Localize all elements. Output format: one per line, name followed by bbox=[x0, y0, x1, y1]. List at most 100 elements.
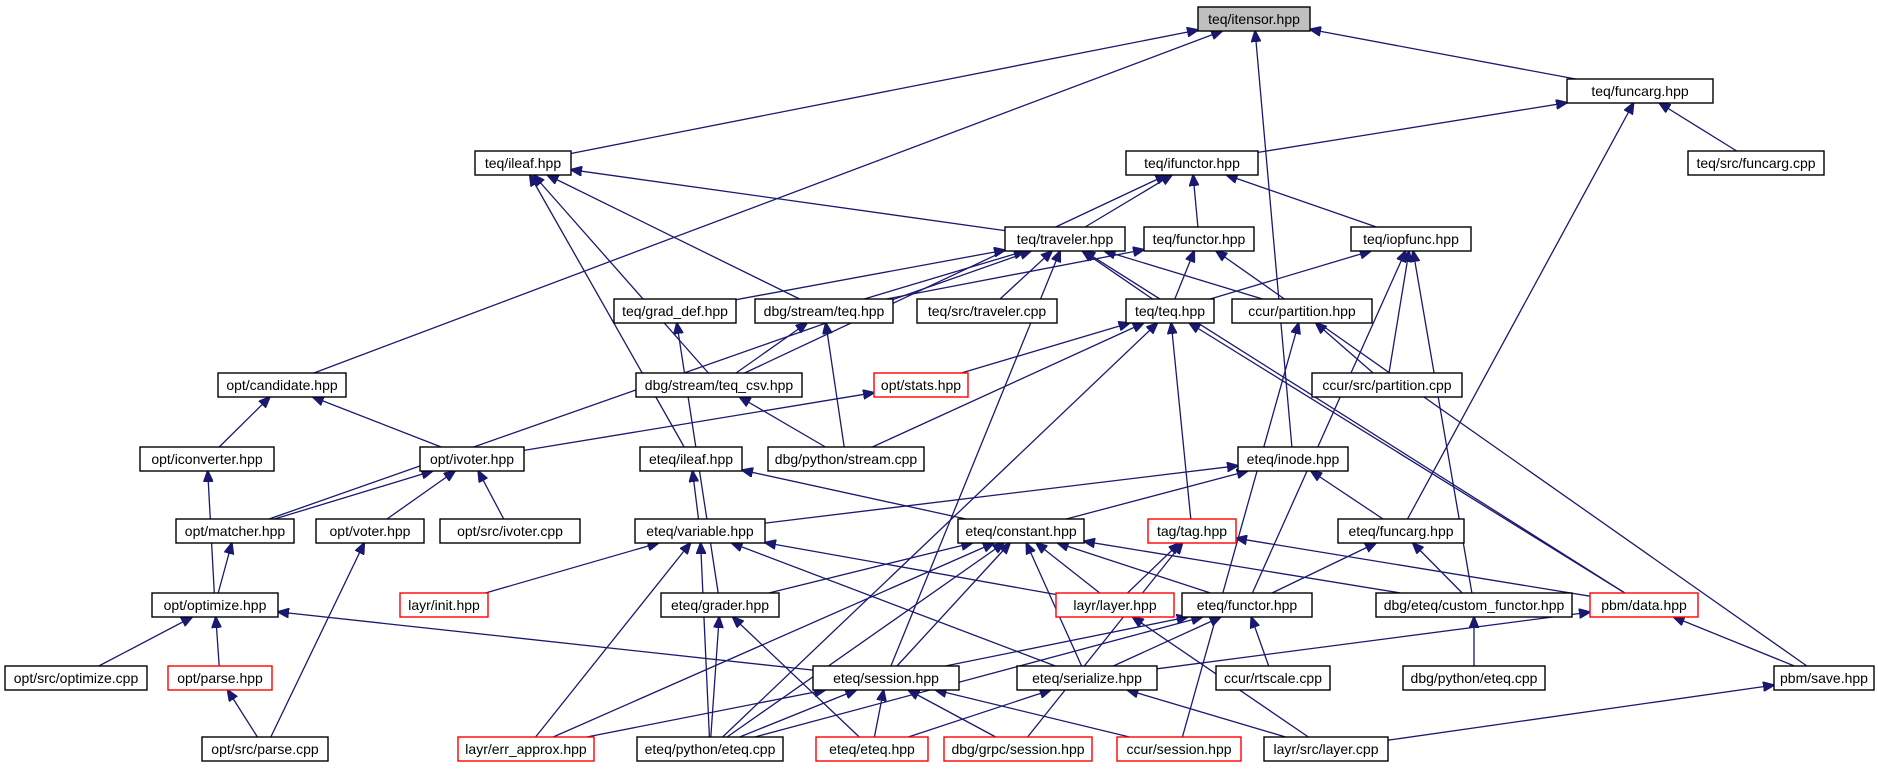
edge-custom-functor-to-eteq-funcarg bbox=[1413, 543, 1463, 594]
node-traveler-cpp[interactable]: teq/src/traveler.cpp bbox=[916, 298, 1058, 324]
edge-layer-to-constant bbox=[1036, 543, 1101, 594]
node-candidate[interactable]: opt/candidate.hpp bbox=[217, 372, 347, 398]
node-label: eteq/serialize.hpp bbox=[1032, 670, 1142, 686]
node-label: pbm/data.hpp bbox=[1601, 597, 1687, 613]
node-ivoter[interactable]: opt/ivoter.hpp bbox=[419, 446, 525, 472]
node-constant[interactable]: eteq/constant.hpp bbox=[957, 518, 1085, 544]
node-inode[interactable]: eteq/inode.hpp bbox=[1237, 446, 1349, 472]
node-label: teq/teq.hpp bbox=[1135, 303, 1205, 319]
edge-ivoter-to-candidate bbox=[313, 397, 442, 448]
node-stats[interactable]: opt/stats.hpp bbox=[873, 372, 969, 398]
node-variable[interactable]: eteq/variable.hpp bbox=[634, 518, 766, 544]
node-ileaf[interactable]: teq/ileaf.hpp bbox=[474, 150, 572, 176]
node-err-approx[interactable]: layr/err_approx.hpp bbox=[457, 736, 595, 762]
node-custom-functor[interactable]: dbg/eteq/custom_functor.hpp bbox=[1375, 592, 1573, 618]
node-pbm-save[interactable]: pbm/save.hpp bbox=[1773, 665, 1875, 691]
node-box bbox=[439, 518, 581, 544]
node-session[interactable]: eteq/session.hpp bbox=[812, 665, 960, 691]
node-label: teq/src/funcarg.cpp bbox=[1696, 155, 1815, 171]
node-iconverter[interactable]: opt/iconverter.hpp bbox=[139, 446, 275, 472]
node-layer-cpp[interactable]: layr/src/layer.cpp bbox=[1263, 736, 1389, 762]
node-funcarg-cpp[interactable]: teq/src/funcarg.cpp bbox=[1687, 150, 1825, 176]
node-teq-csv[interactable]: dbg/stream/teq_csv.hpp bbox=[635, 372, 803, 398]
node-ivoter-cpp[interactable]: opt/src/ivoter.cpp bbox=[439, 518, 581, 544]
node-box bbox=[1116, 736, 1242, 762]
node-rtscale[interactable]: ccur/rtscale.cpp bbox=[1215, 665, 1331, 691]
edge-partition-cpp-to-iopfunc bbox=[1388, 251, 1409, 374]
edge-eteq-functor-to-constant bbox=[1058, 543, 1211, 594]
node-parse[interactable]: opt/parse.hpp bbox=[167, 665, 273, 691]
node-label: teq/itensor.hpp bbox=[1208, 11, 1300, 27]
node-label: eteq/python/eteq.cpp bbox=[645, 741, 776, 757]
edge-optimize-to-matcher bbox=[217, 543, 232, 594]
edge-stats-to-teq-teq bbox=[961, 323, 1129, 374]
edge-ileaf-to-itensor bbox=[570, 30, 1198, 155]
node-voter[interactable]: opt/voter.hpp bbox=[315, 518, 425, 544]
edge-parse-cpp-to-voter bbox=[270, 543, 364, 738]
node-serialize[interactable]: eteq/serialize.hpp bbox=[1016, 665, 1158, 691]
edge-functor-to-ifunctor bbox=[1193, 175, 1198, 228]
edge-partition-cpp-to-partition bbox=[1316, 323, 1374, 374]
node-box bbox=[635, 372, 803, 398]
node-functor[interactable]: teq/functor.hpp bbox=[1143, 226, 1255, 252]
node-label: eteq/session.hpp bbox=[833, 670, 939, 686]
edge-eteq-ileaf-to-ileaf bbox=[530, 175, 685, 448]
edge-teq-teq-to-traveler bbox=[1083, 251, 1153, 300]
node-label: ccur/partition.hpp bbox=[1248, 303, 1356, 319]
node-eteq-eteq[interactable]: eteq/eteq.hpp bbox=[815, 736, 929, 762]
edge-eteq-python-to-teq-teq bbox=[722, 323, 1158, 738]
edge-grpc-session-to-tag bbox=[1027, 543, 1183, 738]
node-label: ccur/src/partition.cpp bbox=[1322, 377, 1451, 393]
node-box bbox=[1402, 665, 1546, 691]
edge-grad-def-to-traveler bbox=[735, 250, 1005, 301]
edge-traveler-to-ileaf bbox=[571, 170, 1006, 232]
node-eteq-funcarg[interactable]: eteq/funcarg.hpp bbox=[1337, 518, 1465, 544]
edge-serialize-to-pbm-data bbox=[1156, 612, 1590, 670]
node-box bbox=[767, 446, 925, 472]
node-partition-cpp[interactable]: ccur/src/partition.cpp bbox=[1311, 372, 1463, 398]
edge-stream-cpp-to-teq-teq bbox=[872, 323, 1143, 448]
node-parse-cpp[interactable]: opt/src/parse.cpp bbox=[201, 736, 329, 762]
node-box bbox=[201, 736, 329, 762]
node-dbg-stream-teq[interactable]: dbg/stream/teq.hpp bbox=[754, 298, 894, 324]
edge-layer-cpp-to-pbm-save bbox=[1387, 685, 1774, 741]
node-partition[interactable]: ccur/partition.hpp bbox=[1231, 298, 1373, 324]
node-stream-cpp[interactable]: dbg/python/stream.cpp bbox=[767, 446, 925, 472]
edge-eteq-python-to-grader bbox=[710, 617, 719, 738]
node-ifunctor[interactable]: teq/ifunctor.hpp bbox=[1125, 150, 1259, 176]
node-eteq-python[interactable]: eteq/python/eteq.cpp bbox=[636, 736, 784, 762]
node-teq-teq[interactable]: teq/teq.hpp bbox=[1125, 298, 1215, 324]
node-python-eteq-dbg[interactable]: dbg/python/eteq.cpp bbox=[1402, 665, 1546, 691]
node-label: eteq/funcarg.hpp bbox=[1348, 523, 1453, 539]
node-optimize[interactable]: opt/optimize.hpp bbox=[151, 592, 279, 618]
node-eteq-functor[interactable]: eteq/functor.hpp bbox=[1181, 592, 1313, 618]
node-tag[interactable]: tag/tag.hpp bbox=[1147, 518, 1237, 544]
node-init[interactable]: layr/init.hpp bbox=[399, 592, 489, 618]
edge-layer-cpp-to-serialize bbox=[1127, 690, 1286, 738]
node-grad-def[interactable]: teq/grad_def.hpp bbox=[613, 298, 737, 324]
node-ccur-session[interactable]: ccur/session.hpp bbox=[1116, 736, 1242, 762]
edge-err-approx-to-constant bbox=[552, 543, 994, 738]
node-grader[interactable]: eteq/grader.hpp bbox=[660, 592, 780, 618]
node-pbm-data[interactable]: pbm/data.hpp bbox=[1589, 592, 1699, 618]
node-label: eteq/variable.hpp bbox=[646, 523, 754, 539]
node-traveler[interactable]: teq/traveler.hpp bbox=[1004, 226, 1126, 252]
node-eteq-ileaf[interactable]: eteq/ileaf.hpp bbox=[639, 446, 743, 472]
edge-eteq-eteq-to-serialize bbox=[908, 690, 1050, 738]
node-grpc-session[interactable]: dbg/grpc/session.hpp bbox=[943, 736, 1093, 762]
edge-constant-to-eteq-ileaf bbox=[742, 470, 967, 520]
node-label: opt/src/optimize.cpp bbox=[14, 670, 139, 686]
node-label: dbg/python/eteq.cpp bbox=[1411, 670, 1538, 686]
node-label: teq/functor.hpp bbox=[1153, 231, 1246, 247]
node-label: dbg/stream/teq.hpp bbox=[764, 303, 885, 319]
node-optimize-cpp[interactable]: opt/src/optimize.cpp bbox=[4, 665, 148, 691]
node-iopfunc[interactable]: teq/iopfunc.hpp bbox=[1350, 226, 1472, 252]
node-layer[interactable]: layr/layer.hpp bbox=[1055, 592, 1175, 618]
node-funcarg[interactable]: teq/funcarg.hpp bbox=[1566, 78, 1714, 104]
node-box bbox=[1016, 665, 1158, 691]
node-label: opt/iconverter.hpp bbox=[151, 451, 263, 467]
node-matcher[interactable]: opt/matcher.hpp bbox=[175, 518, 295, 544]
edge-session-to-eteq-functor bbox=[945, 617, 1187, 667]
edge-rtscale-to-eteq-functor bbox=[1251, 617, 1270, 667]
node-label: teq/traveler.hpp bbox=[1017, 231, 1114, 247]
